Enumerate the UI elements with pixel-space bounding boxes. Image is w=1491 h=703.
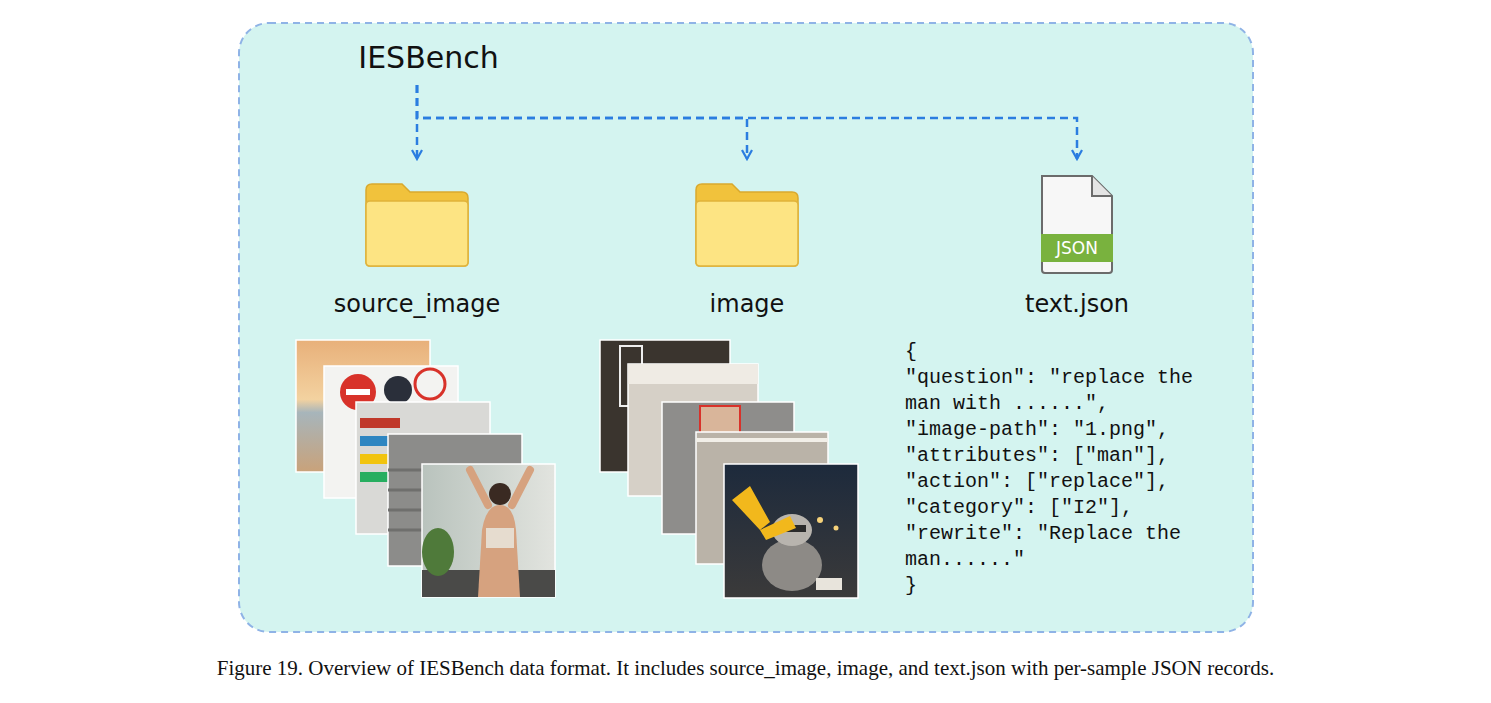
photo-raccoon xyxy=(724,464,858,598)
folder-front xyxy=(366,201,468,266)
sign-bar xyxy=(346,389,370,395)
folder-icon xyxy=(364,178,470,268)
background-panel xyxy=(239,23,1253,632)
folder-node: image xyxy=(637,160,857,320)
yoga-head xyxy=(489,483,511,505)
json-line: "image-path": "1.png", xyxy=(905,417,1225,443)
file-label: text.json xyxy=(967,288,1187,320)
file-page xyxy=(1042,176,1112,273)
plant xyxy=(422,528,454,576)
raccoon-body xyxy=(762,539,822,591)
folder-back xyxy=(366,184,468,266)
folder-icon xyxy=(694,178,800,268)
yoga-top xyxy=(486,528,514,548)
shelf-goods xyxy=(360,418,400,428)
yoga-arms xyxy=(470,470,530,505)
json-line: { xyxy=(905,339,1225,365)
figure-head xyxy=(384,376,412,404)
json-line: } xyxy=(905,573,1225,599)
city-light xyxy=(817,517,823,523)
folder-node: source_image xyxy=(307,160,527,320)
json-line: "rewrite": "Replace the man......" xyxy=(905,521,1225,573)
folder-front xyxy=(696,201,798,266)
json-example: {"question": "replace the man with .....… xyxy=(905,339,1225,599)
snack-bag xyxy=(816,578,842,590)
json-line: "attributes": ["man"], xyxy=(905,443,1225,469)
dataset-title: IESBench xyxy=(352,38,505,77)
json-line: "category": ["I2"], xyxy=(905,495,1225,521)
figure-caption: Figure 19. Overview of IESBench data for… xyxy=(0,656,1491,681)
file-band xyxy=(1041,234,1113,262)
folder-back xyxy=(696,184,798,266)
sign-ring xyxy=(415,369,445,399)
dashed-connector xyxy=(417,85,1077,159)
dashed-connector xyxy=(416,85,419,159)
file-label: source_image xyxy=(307,288,527,320)
file-fold xyxy=(1092,176,1112,196)
ceiling xyxy=(628,364,758,384)
root-node: IESBench xyxy=(352,38,505,77)
shoe-marker xyxy=(732,486,796,540)
file-type-tag: JSON xyxy=(1040,235,1114,261)
city-light xyxy=(834,526,839,531)
yoga-figure xyxy=(478,505,520,597)
json-line: "question": "replace the man with ......… xyxy=(905,365,1225,417)
photo-yoga xyxy=(422,464,555,597)
json-line: "action": ["replace"], xyxy=(905,469,1225,495)
json-file-icon xyxy=(1038,172,1116,276)
stair-lines xyxy=(388,470,422,530)
file-label: image xyxy=(637,288,857,320)
dashed-connector xyxy=(417,85,747,159)
ceiling-light xyxy=(696,438,828,442)
